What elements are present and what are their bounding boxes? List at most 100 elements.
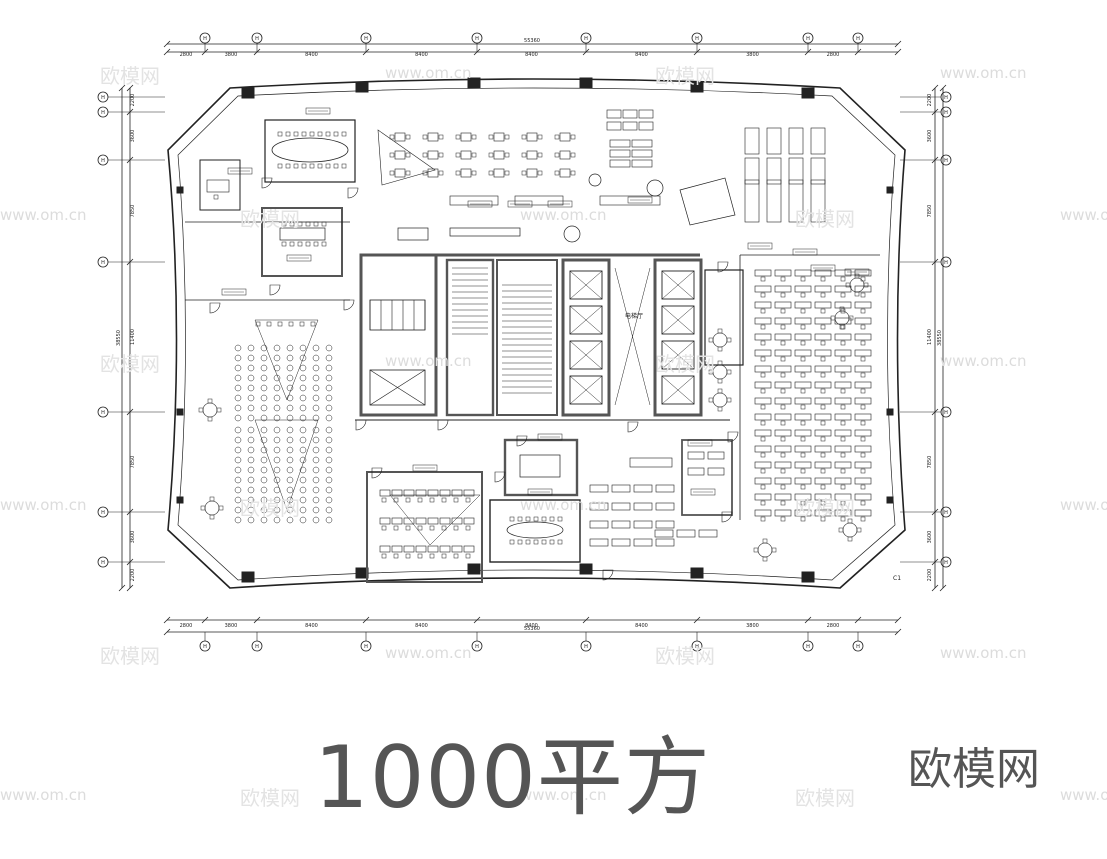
chair [310,321,316,327]
door-swing [727,431,739,443]
auditorium-seat [312,436,320,444]
desk [774,509,792,517]
cafe-table [493,150,505,160]
desk [707,467,725,476]
desk [814,413,832,421]
chair [289,221,295,227]
dimension-span-label: 3600 [927,531,933,544]
chair [557,539,563,545]
chair [820,276,826,282]
chair [800,372,806,378]
chair [800,452,806,458]
dimension-tick [362,616,370,624]
auditorium-seat [286,344,294,352]
dimension-tick [582,616,590,624]
room-tag [792,248,818,256]
area-caption: 1000平方 [314,728,711,828]
dimension-span-label: 2800 [827,623,840,629]
watermark-url: www.om.cn [1060,786,1107,804]
desk [774,381,792,389]
chair [800,340,806,346]
chair [840,292,846,298]
auditorium-seat [260,384,268,392]
dimension-span-label: 3600 [927,130,933,143]
rotated-desk-group [679,177,736,226]
chair [860,420,866,426]
auditorium-seat [260,414,268,422]
desk [834,397,852,405]
chair [780,436,786,442]
chair [820,292,826,298]
desk [814,269,832,277]
chair [405,152,411,158]
chair [405,553,411,559]
desk-cluster [788,157,804,185]
chair [800,516,806,522]
watermark-brand: 欧模网 [795,207,855,231]
auditorium-seat [273,476,281,484]
watermark-url: www.om.cn [0,786,87,804]
desk [676,529,696,538]
auditorium-seat [260,446,268,454]
chair [780,276,786,282]
auditorium-seat [299,496,307,504]
dimension-span-label: 11400 [130,329,136,345]
auditorium-seat [286,456,294,464]
desk [814,301,832,309]
auditorium-seat [234,354,242,362]
desk [834,365,852,373]
dimension-span-label: 3800 [225,52,238,58]
chair [860,324,866,330]
dimension-span-label: 3600 [130,130,136,143]
structural-column [176,186,184,194]
auditorium-seat [312,496,320,504]
conference-table [271,137,349,163]
desk [854,269,872,277]
chair [325,131,331,137]
auditorium-seat [234,364,242,372]
chair [255,321,261,327]
dimension-tick [163,40,171,48]
dimension-span-label: 2200 [927,569,933,582]
desk [589,484,609,493]
desk [814,381,832,389]
chair [840,500,846,506]
chair [429,497,435,503]
chair [313,221,319,227]
chair [313,241,319,247]
chair [389,170,395,176]
dimension-span-label: 8400 [305,623,318,629]
auditorium-seat [260,364,268,372]
dimension-tick [931,84,939,92]
desk [754,509,772,517]
axis-bubble-label: H [944,260,948,266]
rooms [185,107,880,583]
chair [488,134,494,140]
elevator-bank-right [653,258,703,417]
dimension-tick [693,616,701,624]
auditorium-seat [260,436,268,444]
desk [774,317,792,325]
desk [854,365,872,373]
axis-bubble-label: H [101,95,105,101]
desk [814,365,832,373]
chair [717,360,723,366]
chair [845,282,851,288]
chair [465,525,471,531]
chair [549,539,555,545]
desk [834,477,852,485]
chair [760,468,766,474]
chair [288,321,294,327]
chair [760,372,766,378]
structural-column [801,571,815,583]
chair [305,221,311,227]
chair [780,340,786,346]
axis-bubble-label: H [255,36,259,42]
desk [439,489,451,497]
cafe-table [460,150,472,160]
dimension-tick [126,584,134,592]
desk [451,517,463,525]
desk [754,397,772,405]
desk [834,301,852,309]
room-tag [747,242,773,250]
